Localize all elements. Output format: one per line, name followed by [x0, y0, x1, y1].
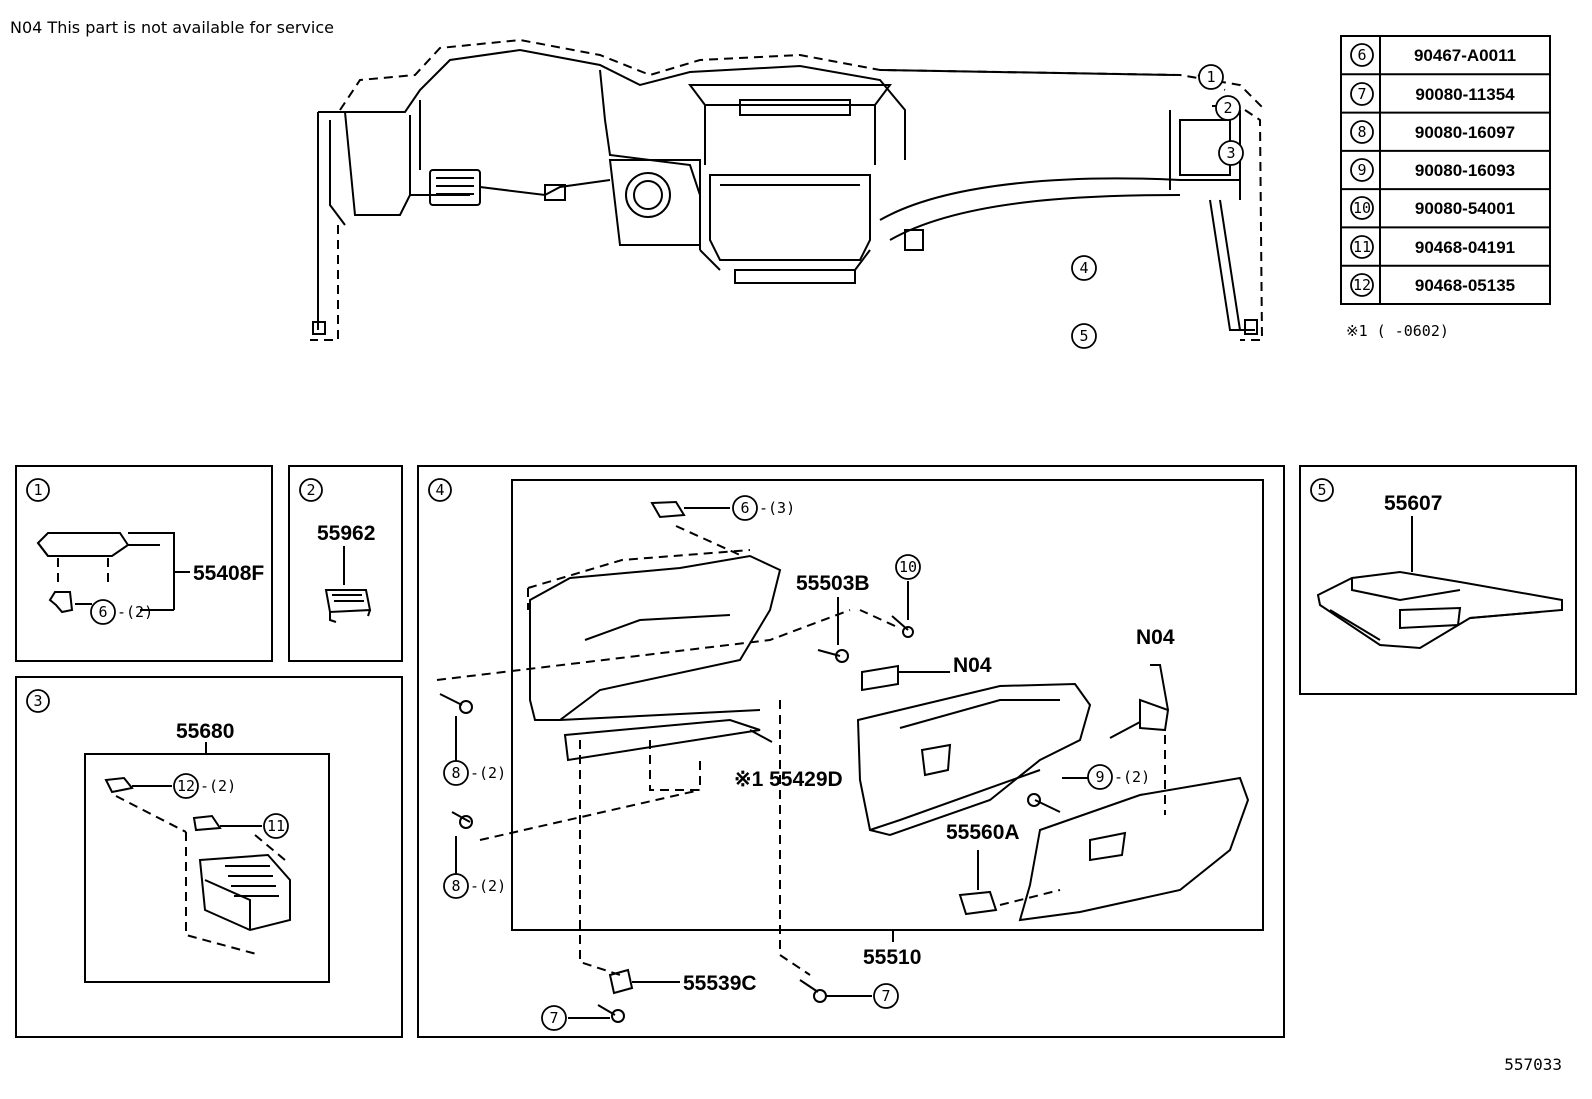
callout-12: 12 — [177, 777, 195, 795]
table-ref-12: 12 — [1353, 276, 1371, 294]
table-part-no: 90467-A0011 — [1414, 46, 1516, 65]
table-part-no: 90080-54001 — [1415, 199, 1515, 218]
qty-label: -(2) — [470, 764, 506, 782]
table-ref-6: 6 — [1357, 46, 1366, 64]
overview-callout-1: 1 — [1206, 68, 1215, 86]
qty-label: -(2) — [200, 777, 236, 795]
table-part-no: 90468-05135 — [1415, 276, 1515, 295]
glove-box-drawing — [436, 500, 1250, 1023]
parts-table-frame — [1340, 35, 1551, 305]
panel-ref-2: 2 — [306, 481, 315, 499]
panel-5-frame — [1299, 465, 1577, 695]
table-ref-11: 11 — [1353, 238, 1371, 256]
callout-6: 6 — [740, 499, 749, 517]
panel-3-frame — [15, 676, 403, 1038]
callout-11: 11 — [267, 817, 285, 835]
callout-10: 10 — [899, 558, 917, 576]
part-label-55680: 55680 — [176, 720, 234, 743]
overview-callout-5: 5 — [1079, 327, 1088, 345]
panel-1-frame — [15, 465, 273, 662]
qty-label: -(3) — [759, 499, 795, 517]
callout-7: 7 — [881, 987, 890, 1005]
part-label-55962: 55962 — [317, 522, 375, 545]
qty-label: -(2) — [470, 877, 506, 895]
part-label-55560A: 55560A — [946, 821, 1020, 844]
instrument-panel-drawing — [310, 38, 1266, 341]
diagram-code: 557033 — [1504, 1055, 1562, 1074]
part-label-N04: N04 — [953, 654, 992, 677]
table-ref-10: 10 — [1353, 199, 1371, 217]
panel-4-inner-frame — [511, 479, 1264, 931]
part-label-55510: 55510 — [863, 946, 921, 969]
qty-label: -(2) — [1114, 768, 1150, 786]
part-label-N04: N04 — [1136, 626, 1175, 649]
part-label-55539C: 55539C — [683, 972, 757, 995]
part-label-55607: 55607 — [1384, 492, 1442, 515]
table-part-no: 90080-16093 — [1415, 161, 1515, 180]
lid-part-drawing — [36, 532, 190, 614]
part-label-55429D: ※1 55429D — [734, 768, 843, 791]
table-part-no: 90080-11354 — [1415, 85, 1515, 104]
panel-ref-1: 1 — [33, 481, 42, 499]
panel-2-frame — [288, 465, 403, 662]
service-note: N04 This part is not available for servi… — [10, 18, 334, 37]
panel-ref-3: 3 — [33, 692, 42, 710]
table-part-no: 90468-04191 — [1415, 238, 1515, 257]
part-label-55503B: 55503B — [796, 572, 870, 595]
panel-ref-5: 5 — [1317, 481, 1326, 499]
vent-part-drawing — [324, 546, 372, 623]
callout-9: 9 — [1095, 768, 1104, 786]
overview-callout-4: 4 — [1079, 259, 1088, 277]
table-ref-9: 9 — [1357, 161, 1366, 179]
duct-part-drawing — [1316, 516, 1563, 650]
callout-6: 6 — [98, 603, 107, 621]
table-ref-7: 7 — [1357, 85, 1366, 103]
overview-callout-3: 3 — [1226, 144, 1235, 162]
callout-8: 8 — [451, 877, 460, 895]
qty-label: -(2) — [117, 603, 153, 621]
table-ref-8: 8 — [1357, 123, 1366, 141]
callout-7: 7 — [549, 1009, 558, 1027]
footnote: ※1 ( -0602) — [1346, 322, 1449, 340]
overview-callout-2: 2 — [1223, 99, 1232, 117]
table-part-no: 90080-16097 — [1415, 123, 1515, 142]
panel-ref-4: 4 — [435, 481, 444, 499]
part-label-55408F: 55408F — [193, 562, 264, 585]
callout-8: 8 — [451, 764, 460, 782]
panel-4-frame — [417, 465, 1285, 1038]
switch-part-drawing — [104, 742, 291, 956]
